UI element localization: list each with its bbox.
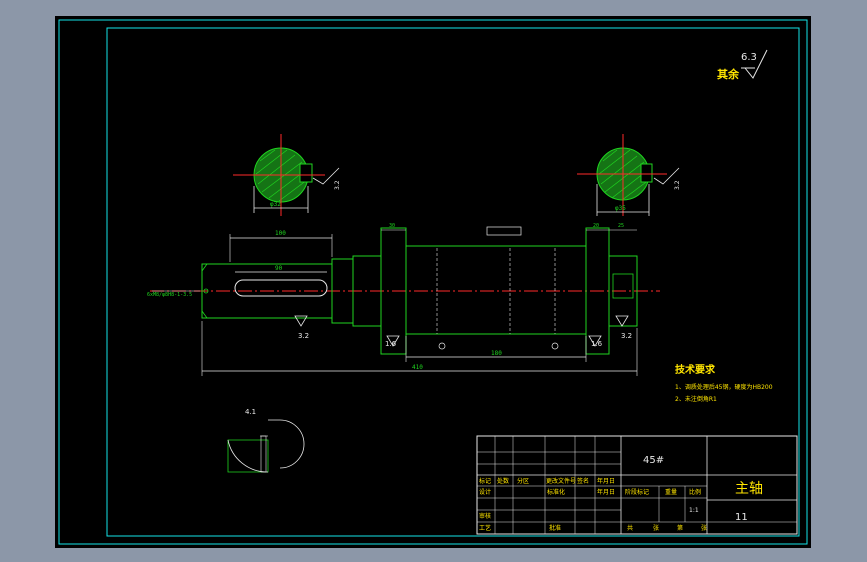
- svg-text:审核: 审核: [479, 512, 491, 520]
- svg-text:20: 20: [593, 223, 599, 229]
- svg-text:第: 第: [677, 524, 683, 532]
- svg-text:180: 180: [491, 350, 502, 357]
- section-view-left: φ32 3.2: [233, 134, 341, 216]
- svg-text:标记: 标记: [479, 477, 491, 485]
- svg-text:主轴: 主轴: [735, 481, 763, 497]
- svg-text:1:1: 1:1: [689, 507, 699, 514]
- svg-text:4.1: 4.1: [245, 408, 256, 416]
- svg-text:3.2: 3.2: [334, 180, 341, 190]
- svg-text:处数: 处数: [497, 477, 509, 485]
- svg-text:重量: 重量: [665, 488, 677, 496]
- svg-text:更改文件号: 更改文件号: [546, 477, 576, 485]
- svg-text:1、调质处理后45钢，硬度为HB200: 1、调质处理后45钢，硬度为HB200: [675, 383, 773, 391]
- title-block: 45# 主轴 11 1:1 标记 处数 分区 更改文件号 签名 年月日 设计 标…: [476, 435, 798, 535]
- svg-text:标准化: 标准化: [547, 488, 565, 496]
- svg-text:批准: 批准: [549, 524, 561, 532]
- svg-text:年月日: 年月日: [597, 488, 615, 496]
- svg-text:签名: 签名: [577, 477, 589, 485]
- svg-text:年月日: 年月日: [597, 477, 615, 485]
- svg-text:30: 30: [389, 223, 395, 229]
- svg-text:共: 共: [627, 524, 633, 532]
- svg-text:其余: 其余: [717, 67, 740, 81]
- inner-frame: [106, 27, 800, 537]
- outer-frame: [58, 19, 808, 545]
- detail-view-slot: 4.1: [227, 408, 305, 473]
- svg-text:技术要求: 技术要求: [675, 363, 716, 376]
- svg-text:1.6: 1.6: [385, 340, 397, 348]
- svg-text:3.2: 3.2: [674, 180, 681, 190]
- svg-text:6xM8/φ8H8-1-3.5: 6xM8/φ8H8-1-3.5: [147, 292, 192, 298]
- svg-text:410: 410: [412, 364, 423, 371]
- svg-text:25: 25: [618, 223, 624, 229]
- svg-text:分区: 分区: [517, 477, 529, 485]
- svg-text:3.2: 3.2: [621, 332, 632, 340]
- svg-text:工艺: 工艺: [479, 524, 491, 532]
- shaft-main-view: 6xM8/φ8H8-1-3.5: [147, 227, 660, 355]
- svg-text:张: 张: [701, 524, 707, 532]
- svg-text:1.6: 1.6: [591, 340, 603, 348]
- section-view-right: φ35 3.2: [577, 134, 681, 216]
- roughness-rest-symbol: 其余 6.3: [717, 49, 768, 81]
- svg-text:φ35: φ35: [615, 205, 626, 212]
- svg-text:比例: 比例: [689, 488, 701, 496]
- dimensions-layer: 410 180 100 90 30 20 25 3.2 3.2 1.6 1.6: [201, 223, 638, 376]
- svg-text:阶段标记: 阶段标记: [625, 488, 649, 496]
- svg-text:设计: 设计: [479, 488, 491, 496]
- svg-text:张: 张: [653, 524, 659, 532]
- svg-text:100: 100: [275, 230, 286, 237]
- svg-text:11: 11: [735, 512, 748, 523]
- svg-text:90: 90: [275, 265, 283, 272]
- drawing-canvas: 其余 6.3 φ32 3.2: [58, 19, 808, 545]
- svg-text:45#: 45#: [643, 455, 664, 466]
- svg-text:φ32: φ32: [270, 201, 281, 208]
- svg-text:3.2: 3.2: [298, 332, 309, 340]
- technical-requirements: 技术要求 1、调质处理后45钢，硬度为HB200 2、未注倒角R1: [675, 363, 773, 403]
- svg-text:2、未注倒角R1: 2、未注倒角R1: [675, 395, 717, 403]
- cad-viewport[interactable]: 其余 6.3 φ32 3.2: [55, 16, 811, 548]
- svg-text:6.3: 6.3: [741, 52, 757, 63]
